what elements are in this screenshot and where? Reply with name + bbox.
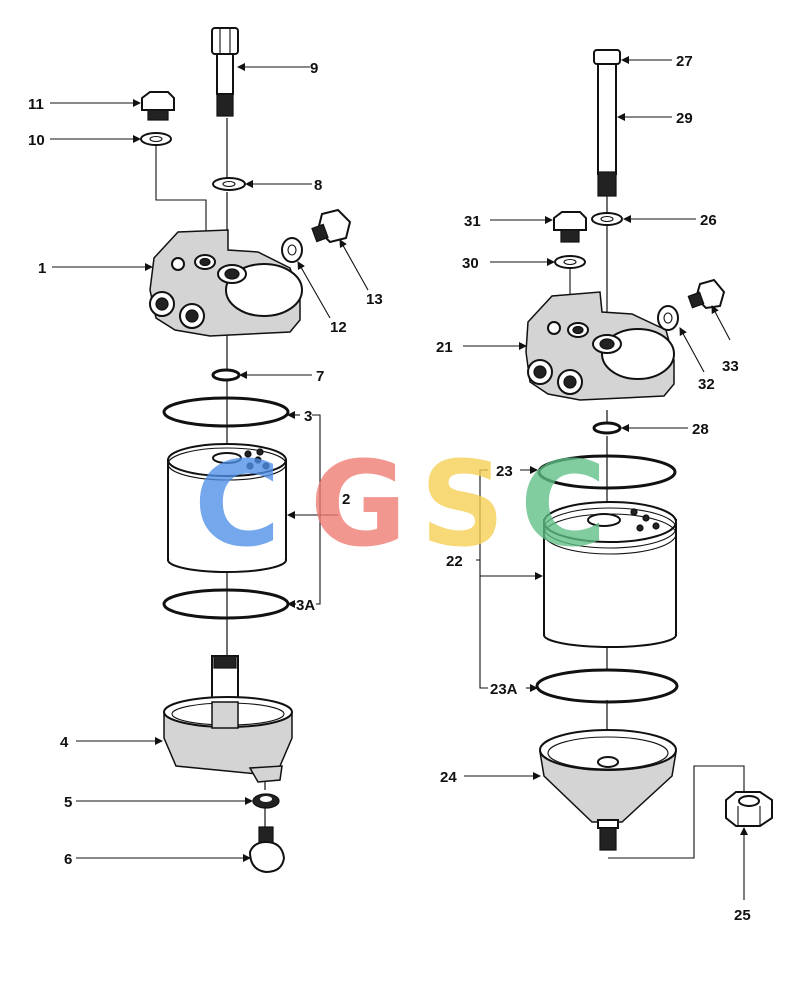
plug-part-31 (553, 211, 587, 243)
label-2: 2 (342, 491, 350, 508)
label-23: 23 (496, 463, 513, 480)
oring-part-28 (592, 421, 622, 435)
label-3: 3 (304, 408, 312, 425)
washer-part-12 (281, 237, 303, 263)
label-11: 11 (28, 96, 44, 113)
label-9: 9 (310, 60, 318, 77)
label-22: 22 (446, 553, 463, 570)
filter-head-part-21 (525, 291, 675, 401)
filter-head-part-1 (149, 229, 303, 337)
watermark: C G S C (194, 435, 607, 573)
label-33: 33 (722, 358, 739, 375)
watermark-letter-2: G (310, 435, 407, 573)
washer-part-32 (657, 305, 679, 331)
label-27: 27 (676, 53, 693, 70)
oring-part-7 (211, 368, 241, 382)
watermark-letter-3: S (420, 435, 505, 573)
label-5: 5 (64, 794, 72, 811)
label-32: 32 (698, 376, 715, 393)
label-1: 1 (38, 260, 46, 277)
washer-part-26 (591, 212, 623, 226)
bolt-part-9 (211, 27, 239, 117)
filter-element-part-2 (167, 443, 287, 573)
label-12: 12 (330, 319, 347, 336)
label-24: 24 (440, 769, 457, 786)
filter-element-part-22 (543, 501, 677, 648)
washer-part-8 (212, 177, 246, 191)
label-7: 7 (316, 368, 324, 385)
bowl-part-24 (539, 729, 677, 851)
watermark-letter-1: C (194, 435, 281, 573)
left-filter-assembly (140, 27, 352, 874)
plug-part-33 (687, 278, 726, 310)
seal-part-23 (537, 454, 677, 490)
label-10: 10 (28, 132, 45, 149)
seal-part-23a (535, 668, 679, 704)
label-8: 8 (314, 177, 322, 194)
plug-part-11 (141, 91, 175, 121)
label-30: 30 (462, 255, 479, 272)
part-labels: 9 11 10 8 1 13 12 7 3 2 3A 4 5 6 27 29 3… (28, 53, 751, 924)
washer-part-30 (554, 255, 586, 269)
label-3a: 3A (296, 597, 315, 614)
label-4: 4 (60, 734, 69, 751)
nut-part-25 (725, 791, 773, 827)
long-bolt-part-29 (593, 49, 621, 197)
bowl-part-4 (163, 655, 293, 783)
right-filter-assembly (525, 49, 773, 859)
watermark-letter-4: C (520, 435, 607, 573)
seal-part-3 (162, 396, 290, 428)
label-13: 13 (366, 291, 383, 308)
label-26: 26 (700, 212, 717, 229)
seal-part-3a (162, 588, 290, 620)
label-28: 28 (692, 421, 709, 438)
label-21: 21 (436, 339, 453, 356)
seal-part-5 (252, 793, 280, 809)
label-6: 6 (64, 851, 72, 868)
label-23a: 23A (490, 681, 518, 698)
label-25: 25 (734, 907, 751, 924)
callout-leaders (50, 56, 748, 900)
plug-part-13 (311, 208, 352, 244)
drain-plug-part-6 (248, 826, 286, 874)
label-29: 29 (676, 110, 693, 127)
label-31: 31 (464, 213, 481, 230)
washer-part-10 (140, 132, 172, 146)
